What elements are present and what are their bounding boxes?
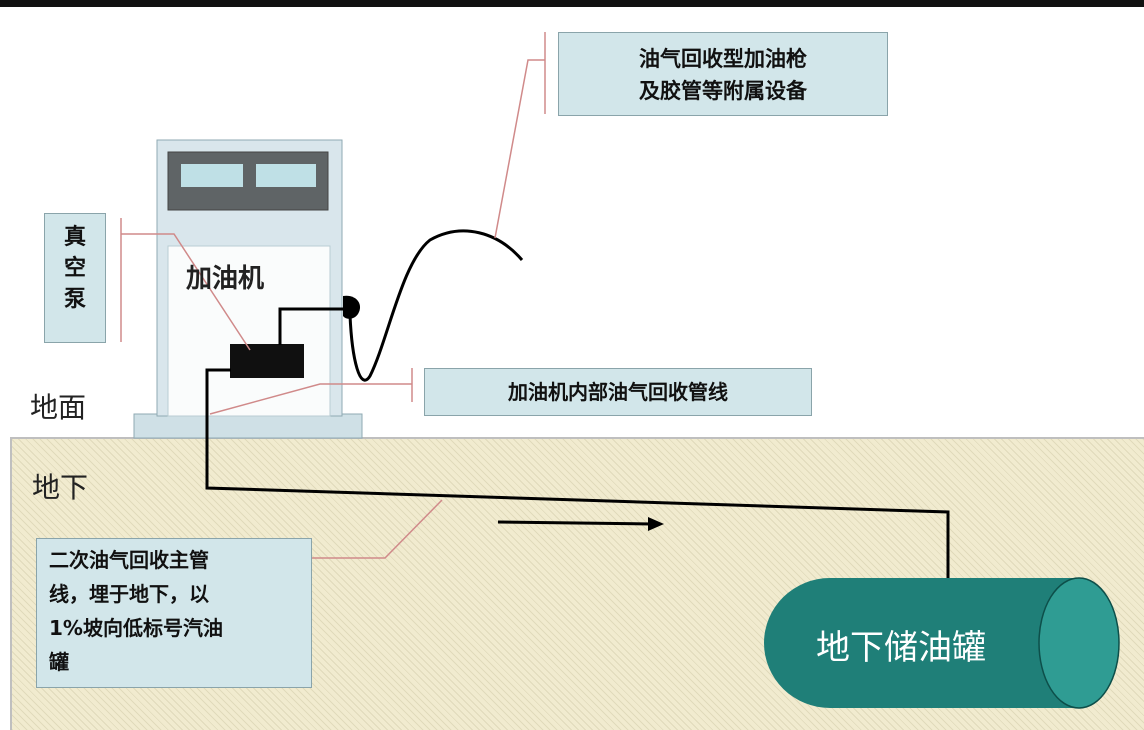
callout-inner-pipeline: 加油机内部油气回收管线: [424, 368, 812, 416]
storage-tank-body: [764, 578, 1080, 708]
pump-outlet-line: [278, 307, 345, 345]
callout-vacuum-pump: 真 空 泵: [44, 213, 106, 343]
flow-arrow-head: [648, 517, 664, 531]
storage-tank-label: 地下储油罐: [816, 628, 986, 668]
vacuum-pump-box: [230, 344, 304, 378]
callout-main-line-3: 1%坡向低标号汽油: [49, 616, 223, 640]
nozzle-shape: [343, 295, 361, 319]
flow-arrow-line: [497, 520, 653, 526]
surface-label: 地面: [30, 391, 87, 424]
dispenser-base: [133, 413, 363, 439]
top-border-rule: [0, 0, 1144, 7]
display-window-left: [181, 164, 243, 187]
dispenser-panel: [167, 245, 331, 417]
callout-pump-char-2: 空: [63, 256, 86, 281]
callout-nozzle-line-1: 油气回收型加油枪: [639, 47, 807, 71]
callout-main-line-4: 罐: [49, 650, 69, 674]
leader-line-nozzle: [494, 59, 545, 239]
hose-line: [348, 229, 524, 382]
callout-pump-char-1: 真: [63, 225, 86, 250]
underground-label: 地下: [32, 471, 89, 504]
dispenser-label: 加油机: [186, 264, 265, 294]
callout-nozzle-line-2: 及胶管等附属设备: [639, 79, 807, 103]
leader-line-main: [312, 499, 443, 559]
leader-line-pump: [121, 233, 251, 351]
main-vapor-pipe: [205, 368, 950, 580]
storage-tank-end-cap: [1038, 577, 1120, 709]
callout-main-line-2: 线，埋于地下，以: [49, 582, 209, 606]
callout-nozzle: 油气回收型加油枪 及胶管等附属设备: [558, 32, 888, 116]
callout-pump-char-3: 泵: [63, 287, 86, 312]
display-window-right: [256, 164, 316, 187]
callout-main-pipeline: 二次油气回收主管 线，埋于地下，以 1%坡向低标号汽油 罐: [36, 538, 312, 688]
callout-main-line-1: 二次油气回收主管: [49, 548, 209, 572]
leader-line-inner: [209, 383, 412, 415]
